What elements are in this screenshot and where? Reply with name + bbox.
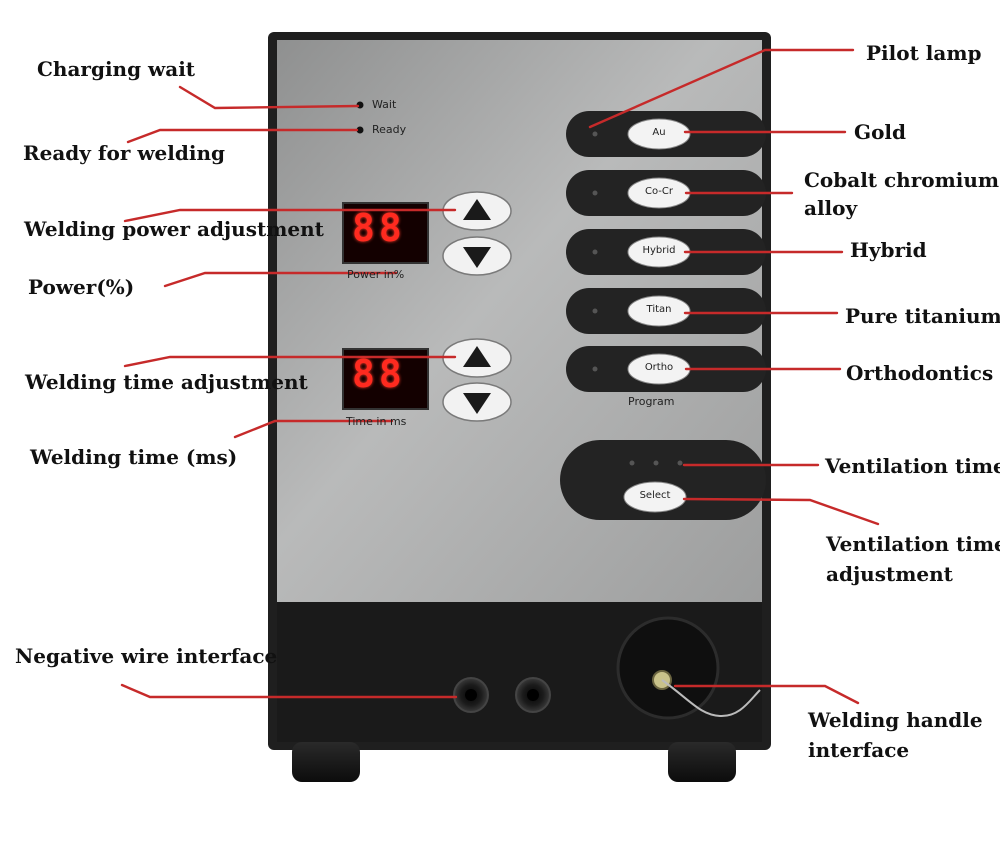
program-strip-au [566, 111, 766, 157]
ventilation-led-3 [677, 460, 683, 466]
titan-button-label: Titan [646, 304, 672, 315]
callout-charging-wait: Charging wait [37, 57, 196, 81]
program-strip-titan [566, 288, 766, 334]
callout-cobalt-line2: alloy [804, 196, 858, 220]
callout-cobalt-chromium: Cobalt chromium alloy [804, 166, 999, 222]
time-down-button[interactable] [442, 382, 512, 422]
leader-vent-adjust [682, 497, 880, 526]
callout-ventilation-adjustment: Ventilation time adjustment [826, 529, 1000, 589]
callout-welding-power-adjustment: Welding power adjustment [24, 217, 324, 241]
callout-welding-handle-line1: Welding handle [808, 708, 983, 732]
ready-indicator-label: Ready [372, 123, 407, 136]
callout-hybrid: Hybrid [850, 238, 927, 262]
ventilation-led-2 [653, 460, 659, 466]
time-display-caption: Time in ms [346, 415, 407, 428]
au-button[interactable] [627, 118, 691, 150]
au-button-label: Au [652, 127, 666, 138]
time-display-window [342, 348, 429, 410]
time-up-button[interactable] [442, 338, 512, 378]
callout-pure-titanium: Pure titanium [845, 304, 1000, 328]
leader-pilot [588, 48, 855, 129]
callout-ready-for-welding: Ready for welding [23, 141, 225, 165]
program-led [592, 366, 598, 372]
power-display-caption: Power in% [347, 268, 405, 281]
power-display-window [342, 202, 429, 264]
arrow-down-icon [463, 247, 491, 268]
program-led [592, 190, 598, 196]
foot-left [292, 742, 360, 782]
select-button-label: Select [639, 490, 671, 501]
callout-welding-handle-line2: interface [808, 738, 910, 762]
ventilation-led-1 [629, 460, 635, 466]
callout-welding-handle-interface: Welding handle interface [808, 705, 983, 765]
leader-handle [673, 684, 860, 705]
callout-gold: Gold [854, 120, 907, 144]
ortho-button-label: Ortho [644, 362, 674, 373]
leader-time-adjust [123, 355, 457, 368]
leader-ready [126, 128, 359, 144]
ventilation-panel [560, 440, 766, 520]
program-led [592, 249, 598, 255]
arrow-up-icon [463, 199, 491, 220]
leader-charging-wait [178, 85, 360, 110]
program-caption: Program [628, 395, 675, 408]
program-led [592, 131, 598, 137]
wait-indicator-label: Wait [372, 98, 397, 111]
program-led [592, 308, 598, 314]
leader-power-percent [163, 271, 398, 288]
callout-negative-wire-interface: Negative wire interface [15, 644, 278, 668]
program-strip-hybrid [566, 229, 766, 275]
arrow-up-icon [463, 346, 491, 367]
leader-lines [120, 48, 880, 705]
leader-power-adjust [123, 208, 457, 223]
leader-time-ms [233, 419, 394, 439]
callout-cobalt-line1: Cobalt chromium [804, 168, 1000, 192]
program-strip-ortho [566, 346, 766, 392]
select-button[interactable] [623, 481, 687, 513]
ready-led [356, 126, 364, 134]
power-display-digits: 88 [352, 206, 406, 250]
callout-welding-time-adjustment: Welding time adjustment [25, 370, 308, 394]
callout-pilot-lamp: Pilot lamp [866, 41, 982, 65]
handle-cable [661, 679, 761, 718]
cocr-button-label: Co-Cr [645, 186, 673, 197]
foot-right [668, 742, 736, 782]
time-display-digits: 88 [352, 352, 406, 396]
titan-button[interactable] [627, 295, 691, 327]
welding-handle-port[interactable] [616, 616, 720, 720]
callout-orthodontics: Orthodontics [846, 361, 994, 385]
callout-ventilation-time: Ventilation time [825, 454, 1000, 478]
callout-ventilation-adjust-line1: Ventilation time [826, 532, 1000, 556]
power-down-button[interactable] [442, 236, 512, 276]
program-strip-cocr [566, 170, 766, 216]
callout-welding-time-ms: Welding time (ms) [30, 445, 238, 469]
arrow-down-icon [463, 393, 491, 414]
callout-ventilation-adjust-line2: adjustment [826, 562, 953, 586]
hybrid-button-label: Hybrid [642, 245, 676, 256]
leader-negative [120, 683, 458, 699]
callout-power-percent: Power(%) [28, 275, 135, 299]
